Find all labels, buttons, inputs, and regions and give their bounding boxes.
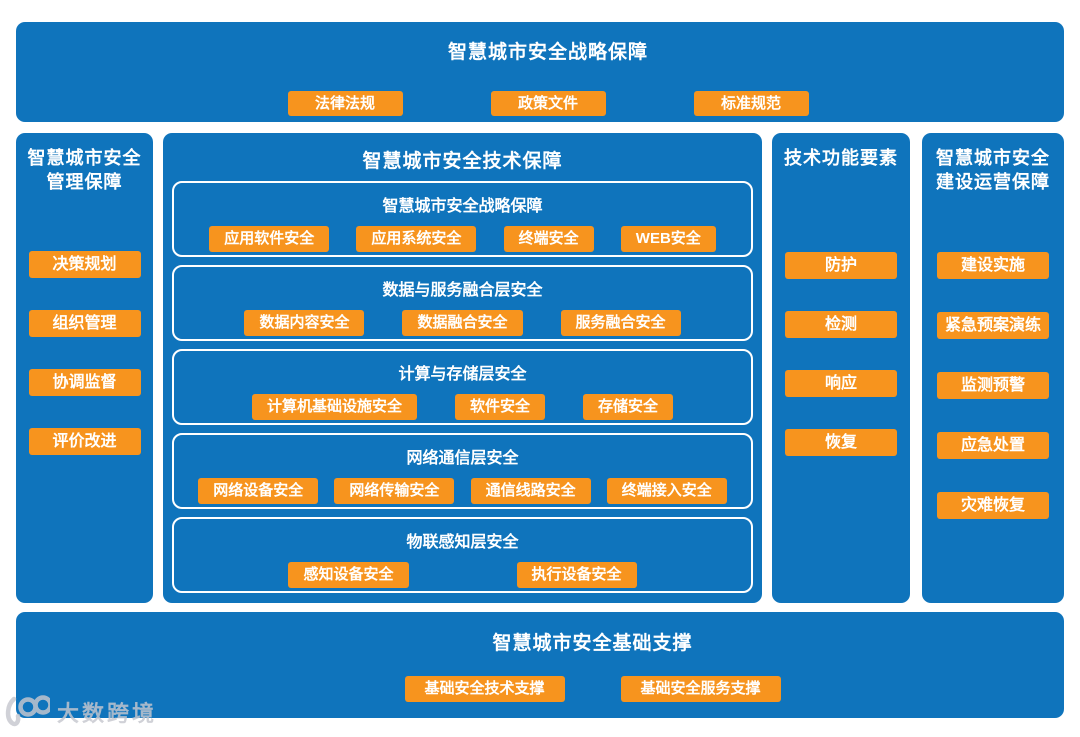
actuator-device-security-node: 执行设备安全 [516,562,637,588]
layer-network-nodes: 网络设备安全 网络传输安全 通信线路安全 终端接入安全 [174,478,751,504]
coordination-supervision-node: 协调监督 [28,369,141,396]
layer-iot-perception-security: 物联感知层安全 感知设备安全 执行设备安全 [172,517,753,593]
management-panel-title: 智慧城市安全 管理保障 [28,146,142,194]
strategy-panel-title: 智慧城市安全战略保障 [447,42,648,63]
layer-data-service-nodes: 数据内容安全 数据融合安全 服务融合安全 [174,310,751,336]
app-software-security-node: 应用软件安全 [209,226,330,252]
operation-title-line2: 建设运营保障 [936,172,1050,192]
software-security-node: 软件安全 [454,394,545,420]
communication-line-security-node: 通信线路安全 [470,478,591,504]
basic-security-tech-support-node: 基础安全技术支撑 [404,676,565,702]
basic-security-service-support-node: 基础安全服务支撑 [620,676,781,702]
layer-iot-nodes: 感知设备安全 执行设备安全 [174,562,751,588]
strategy-node-row: 法律法规 政策文件 标准规范 [16,91,1064,116]
layer-computing-storage-nodes: 计算机基础设施安全 软件安全 存储安全 [174,394,751,420]
function-panel-title: 技术功能要素 [784,148,898,168]
emergency-plan-drill-node: 紧急预案演练 [937,312,1049,339]
layer-application-security: 智慧城市安全战略保障 应用软件安全 应用系统安全 终端安全 WEB安全 [172,181,753,257]
operation-node-list: 建设实施 紧急预案演练 监测预警 应急处置 灾难恢复 [937,252,1049,519]
management-node-list: 决策规划 组织管理 协调监督 评价改进 [28,251,141,455]
perception-device-security-node: 感知设备安全 [288,562,409,588]
data-content-security-node: 数据内容安全 [244,310,365,336]
policy-documents-node: 政策文件 [490,91,606,116]
recovery-node: 恢复 [785,429,897,456]
evaluation-improvement-node: 评价改进 [28,428,141,455]
operation-title-line1: 智慧城市安全 [936,148,1050,168]
strategy-assurance-panel: 智慧城市安全战略保障 法律法规 政策文件 标准规范 [16,22,1064,122]
terminal-security-node: 终端安全 [503,226,594,252]
operation-panel-title: 智慧城市安全 建设运营保障 [936,146,1050,194]
function-elements-panel: 技术功能要素 防护 检测 响应 恢复 [772,133,910,603]
organization-management-node: 组织管理 [28,310,141,337]
response-node: 响应 [785,370,897,397]
app-system-security-node: 应用系统安全 [356,226,477,252]
basic-support-title: 智慧城市安全基础支撑 [492,633,693,654]
monitoring-warning-node: 监测预警 [937,372,1049,399]
network-device-security-node: 网络设备安全 [198,478,319,504]
decision-planning-node: 决策规划 [28,251,141,278]
data-fusion-security-node: 数据融合安全 [402,310,523,336]
storage-security-node: 存储安全 [583,394,674,420]
standards-specifications-node: 标准规范 [693,91,809,116]
layer-application-nodes: 应用软件安全 应用系统安全 终端安全 WEB安全 [174,226,751,252]
basic-support-panel: 智慧城市安全基础支撑 基础安全技术支撑 基础安全服务支撑 [16,612,1064,718]
disaster-recovery-node: 灾难恢复 [937,492,1049,519]
function-node-list: 防护 检测 响应 恢复 [785,252,897,456]
operation-assurance-panel: 智慧城市安全 建设运营保障 建设实施 紧急预案演练 监测预警 应急处置 灾难恢复 [922,133,1064,603]
emergency-handling-node: 应急处置 [937,432,1049,459]
protection-node: 防护 [785,252,897,279]
layer-data-service-fusion-security: 数据与服务融合层安全 数据内容安全 数据融合安全 服务融合安全 [172,265,753,341]
layer-computing-storage-label: 计算与存储层安全 [398,366,527,383]
management-assurance-panel: 智慧城市安全 管理保障 决策规划 组织管理 协调监督 评价改进 [16,133,153,603]
layer-data-service-label: 数据与服务融合层安全 [382,282,543,299]
management-title-line2: 管理保障 [46,172,123,192]
layer-application-label: 智慧城市安全战略保障 [382,198,543,215]
service-fusion-security-node: 服务融合安全 [560,310,681,336]
technical-assurance-panel: 智慧城市安全技术保障 智慧城市安全战略保障 应用软件安全 应用系统安全 终端安全… [163,133,762,603]
detection-node: 检测 [785,311,897,338]
layer-computing-storage-security: 计算与存储层安全 计算机基础设施安全 软件安全 存储安全 [172,349,753,425]
network-transmission-security-node: 网络传输安全 [334,478,455,504]
computer-infrastructure-security-node: 计算机基础设施安全 [251,394,417,420]
layer-iot-label: 物联感知层安全 [406,534,519,551]
basic-support-node-row: 基础安全技术支撑 基础安全服务支撑 [16,676,1064,702]
construction-implementation-node: 建设实施 [937,252,1049,279]
web-security-node: WEB安全 [620,226,716,252]
management-title-line1: 智慧城市安全 [27,148,142,168]
technical-panel-title: 智慧城市安全技术保障 [362,151,563,172]
layer-network-label: 网络通信层安全 [406,450,519,467]
layer-network-communication-security: 网络通信层安全 网络设备安全 网络传输安全 通信线路安全 终端接入安全 [172,433,753,509]
terminal-access-security-node: 终端接入安全 [606,478,727,504]
laws-regulations-node: 法律法规 [287,91,403,116]
